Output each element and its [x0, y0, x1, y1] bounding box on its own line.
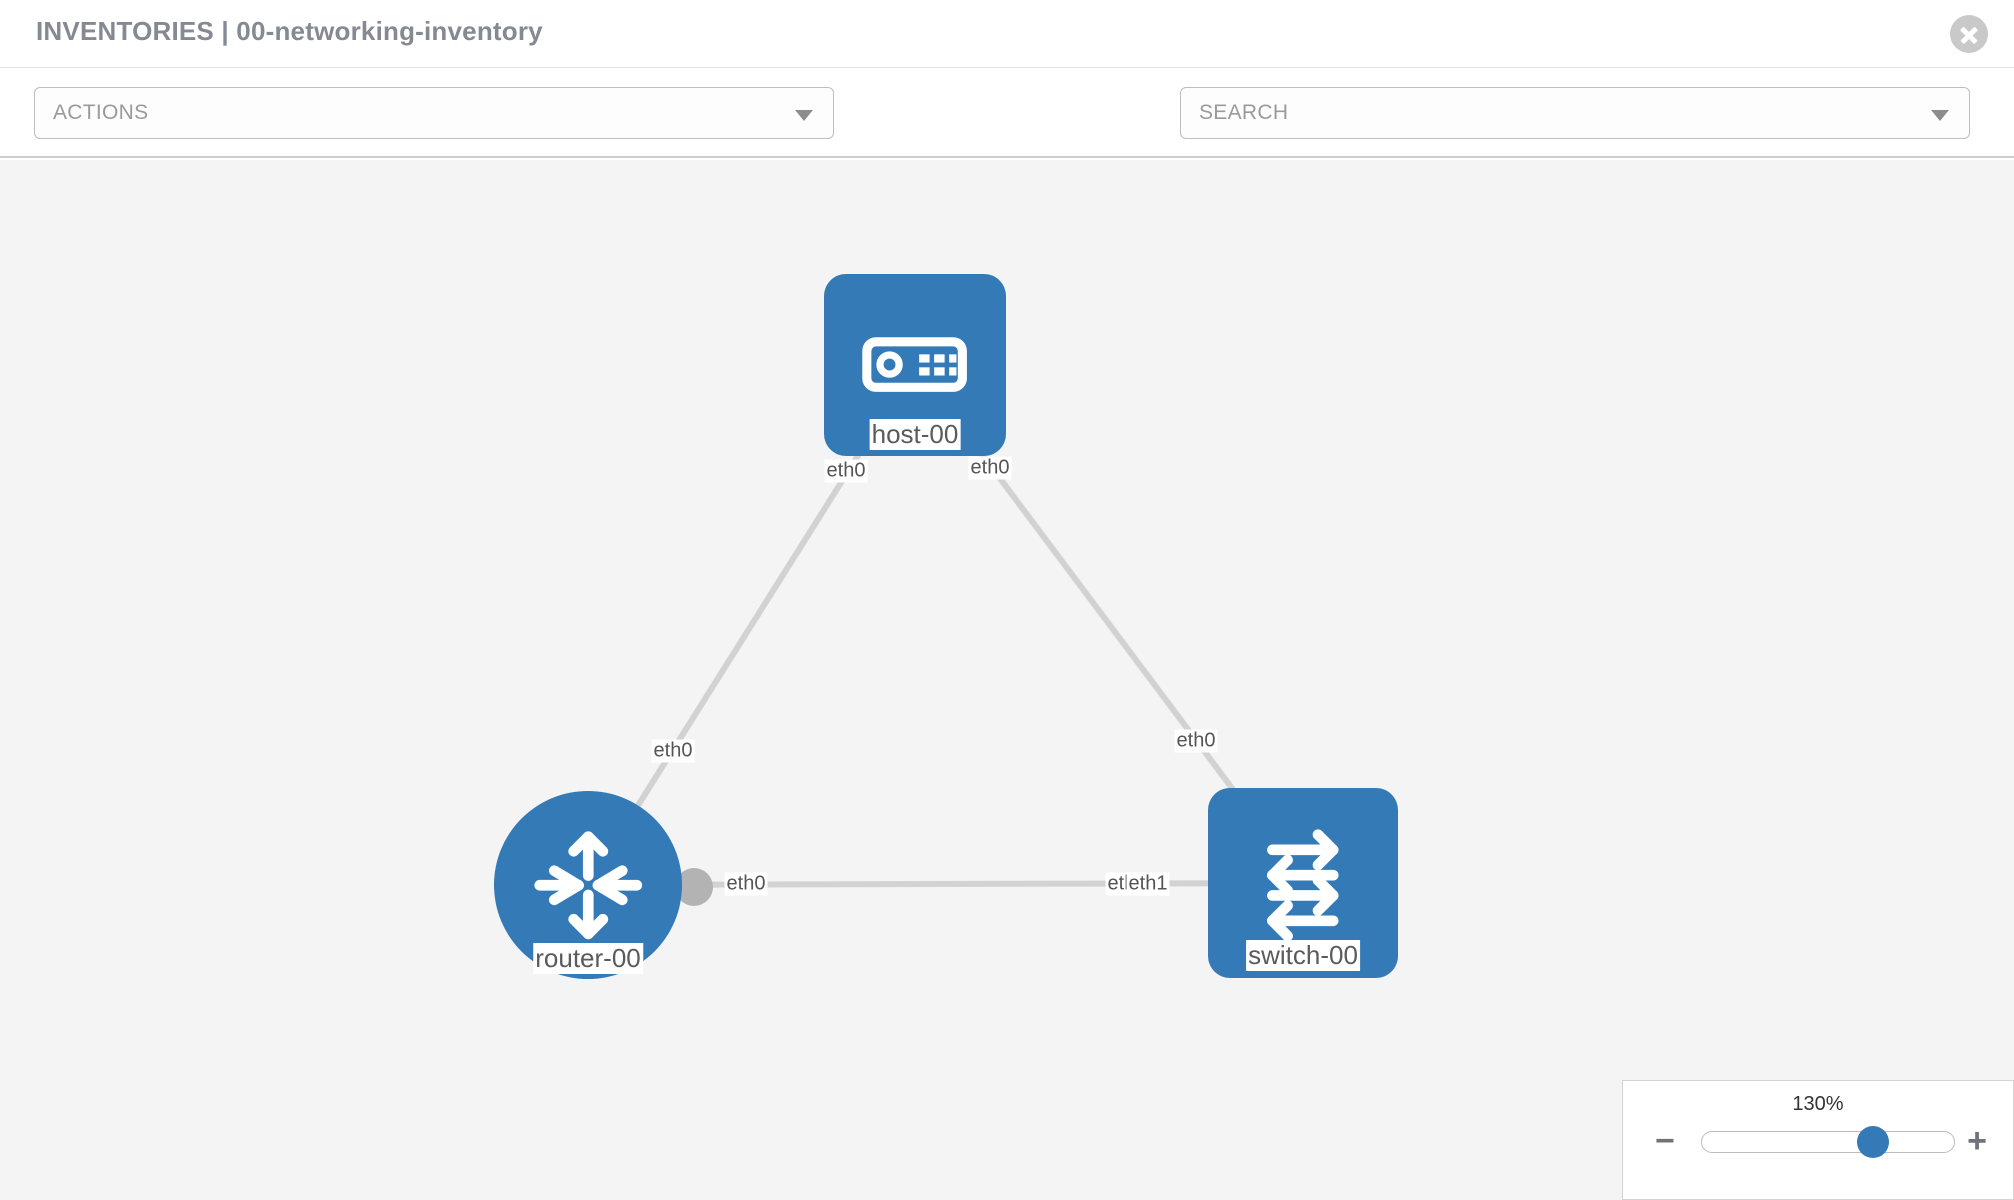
- topology-links: [585, 363, 1306, 888]
- topology-node-router-00[interactable]: router-00: [494, 791, 682, 979]
- interface-label: eth0: [1174, 729, 1218, 753]
- interface-label: eth0: [724, 872, 768, 896]
- chevron-down-icon: [1931, 110, 1949, 121]
- zoom-level-value: 130%: [1792, 1093, 1844, 1115]
- page-title: INVENTORIES | 00-networking-inventory: [36, 16, 543, 46]
- node-label: switch-00: [1246, 940, 1360, 971]
- actions-dropdown-label: ACTIONS: [53, 101, 149, 124]
- search-dropdown[interactable]: SEARCH: [1180, 87, 1970, 139]
- topology-node-host-00[interactable]: host-00: [824, 274, 1006, 456]
- toolbar: ACTIONS SEARCH: [0, 68, 2014, 197]
- plus-icon[interactable]: +: [1967, 1122, 1987, 1160]
- interface-label: eth0: [651, 739, 695, 763]
- zoom-slider-thumb[interactable]: [1857, 1126, 1890, 1158]
- actions-dropdown[interactable]: ACTIONS: [34, 87, 834, 139]
- interface-label: eth1: [1126, 872, 1170, 896]
- interface-label: eth0: [968, 456, 1012, 480]
- close-icon[interactable]: [1950, 15, 1988, 53]
- topology-node-switch-00[interactable]: switch-00: [1208, 788, 1398, 978]
- zoom-control-panel: 130% − +: [1622, 1080, 2014, 1200]
- interface-label: eth0: [824, 459, 868, 483]
- node-label: host-00: [869, 419, 961, 450]
- chevron-down-icon: [795, 110, 813, 121]
- topology-canvas[interactable]: host-00 router-00 switch-00 eth0 eth0 eth0 et…: [0, 160, 2014, 1200]
- search-input-label[interactable]: SEARCH: [1199, 101, 1289, 124]
- node-label: router-00: [533, 943, 643, 974]
- page-header: INVENTORIES | 00-networking-inventory: [0, 0, 2014, 68]
- minus-icon[interactable]: −: [1655, 1122, 1675, 1160]
- zoom-slider-track[interactable]: [1701, 1126, 1955, 1158]
